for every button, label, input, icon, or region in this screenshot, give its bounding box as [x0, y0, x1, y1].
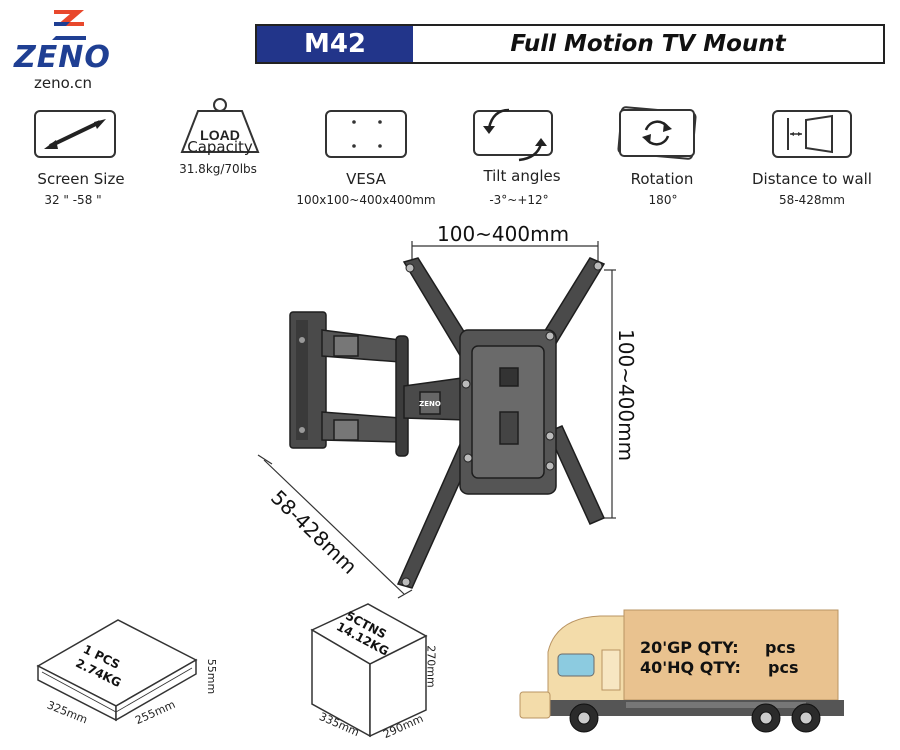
- spec-value: 180°: [648, 193, 678, 207]
- spec-value: 32 " -58 ": [44, 193, 102, 207]
- brand-site: zeno.cn: [34, 74, 93, 92]
- spec-name: VESA: [346, 170, 386, 188]
- plate-logo-text: ZENO: [419, 400, 441, 408]
- spec-value: 100x100~400x400mm: [296, 193, 436, 207]
- truck-wheels: [569, 703, 821, 733]
- vesa-bracket-plate: [396, 257, 606, 589]
- brand-name: ZENO: [14, 40, 111, 75]
- spec-value: 58-428mm: [779, 193, 845, 207]
- screen-size-arrow-icon: [34, 110, 116, 158]
- product-title: Full Motion TV Mount: [510, 31, 786, 57]
- spec-name: Rotation: [630, 170, 694, 188]
- single-box-drawing: [36, 619, 198, 722]
- spec-value: -3°~+12°: [489, 193, 549, 207]
- vesa-pattern-icon: [325, 110, 407, 158]
- brand-logo-mark-icon: [52, 10, 86, 40]
- gp-qty-unit: pcs: [765, 638, 796, 657]
- title-banner: M42 Full Motion TV Mount: [255, 24, 885, 64]
- bolt-holes: [401, 261, 603, 587]
- gp-qty-label: 20'GP QTY:: [640, 638, 739, 657]
- width-dimension-label: 100~400mm: [437, 222, 570, 246]
- hq-qty-label: 40'HQ QTY:: [640, 658, 741, 677]
- load-icon-text: LOAD: [200, 127, 240, 143]
- load-weight-icon: LOAD: [180, 98, 260, 153]
- spec-name: Capacity: [187, 138, 253, 156]
- carton-box-drawing: [310, 603, 428, 738]
- hq-qty-unit: pcs: [768, 658, 799, 677]
- spec-name: Tilt angles: [483, 167, 561, 185]
- distance-to-wall-icon: [772, 110, 852, 158]
- rotation-icon: [617, 106, 697, 160]
- spec-name: Distance to wall: [752, 170, 872, 188]
- dimension-lines: [257, 241, 616, 599]
- articulating-arms: ZENO: [321, 329, 467, 457]
- spec-value: 31.8kg/70lbs: [179, 162, 257, 176]
- wall-plate: [289, 311, 327, 449]
- spec-name: Screen Size: [37, 170, 125, 188]
- model-number: M42: [257, 26, 413, 62]
- tilt-arrows-icon: [473, 108, 553, 162]
